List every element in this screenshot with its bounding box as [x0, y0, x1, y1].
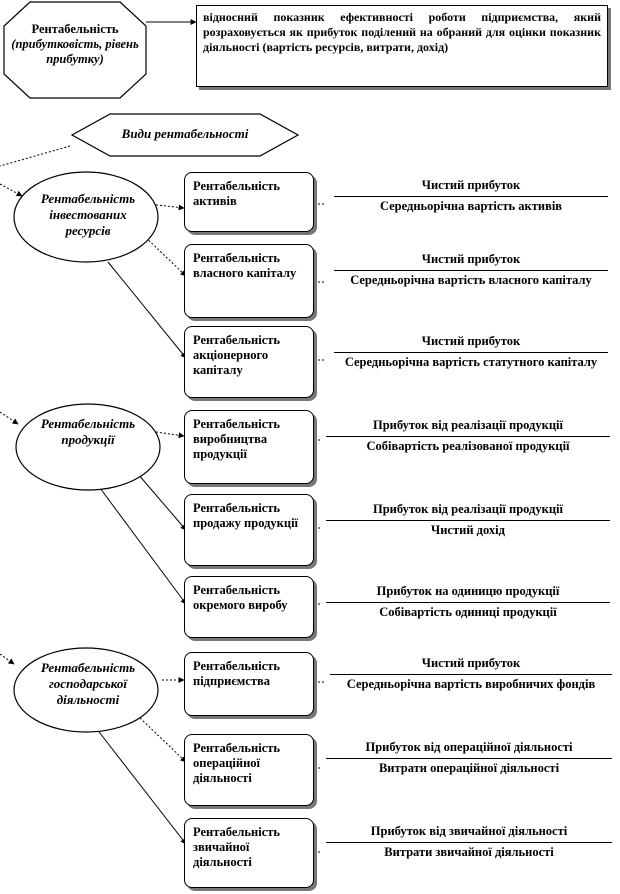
formula-denominator: Середньорічна вартість активів — [379, 199, 563, 213]
fraction-bar — [326, 842, 612, 843]
connector-g3-i2 — [139, 717, 187, 763]
indicator-label: Рентабельність підприємства — [193, 659, 280, 688]
group-ellipse-3 — [13, 647, 159, 733]
fraction-bar — [326, 520, 610, 521]
definition-box: відносний показник ефективності роботи п… — [196, 5, 608, 87]
formula-2: Чистий прибуток Середньорічна вартість в… — [334, 252, 608, 288]
connector-g3-i3 — [95, 727, 187, 845]
formula-5: Прибуток від реалізації продукції Чистий… — [326, 502, 610, 538]
indicator-label: Рентабельність виробництва продукції — [193, 417, 280, 461]
group-ellipse-2 — [15, 403, 161, 491]
fraction-bar — [334, 196, 608, 197]
formula-numerator: Прибуток на одиницю продукції — [376, 584, 560, 598]
group-name-3: Рентабельність господарської діяльності — [40, 660, 136, 707]
formula-denominator: Собівартість реалізованої продукції — [366, 439, 570, 453]
formula-numerator: Чистий прибуток — [421, 656, 521, 670]
formula-denominator: Собівартість одиниці продукції — [379, 605, 557, 619]
types-label: Види рентабельності — [121, 126, 249, 141]
indicator-label: Рентабельність операційної діяльності — [193, 741, 280, 785]
fraction-bar — [334, 270, 608, 271]
formula-1: Чистий прибуток Середньорічна вартість а… — [334, 178, 608, 214]
indicator-label: Рентабельність власного капіталу — [193, 251, 297, 280]
formula-6: Прибуток на одиницю продукції Собівартіс… — [326, 584, 610, 620]
group-name-1: Рентабельність інвестованих ресурсів — [40, 191, 136, 238]
indicator-box-6: Рентабельність окремого виробу — [184, 576, 314, 638]
indicator-box-8: Рентабельність операційної діяльності — [184, 734, 314, 806]
connector-g2-i3 — [99, 487, 187, 605]
indicator-box-5: Рентабельність продажу продукції — [184, 494, 314, 566]
term-label: Рентабельність (прибутковість, рівень пр… — [10, 22, 140, 67]
fraction-bar — [326, 758, 612, 759]
formula-8: Прибуток від операційної діяльності Витр… — [326, 740, 612, 776]
group-ellipse-1 — [13, 171, 159, 263]
definition-text: відносний показник ефективності роботи п… — [203, 10, 601, 54]
formula-denominator: Витрати операційної діяльності — [378, 761, 560, 775]
connector-g2-i1 — [155, 431, 185, 439]
types-hexagon — [70, 113, 300, 157]
term-synonyms: (прибутковість, рівень прибутку) — [11, 37, 139, 66]
formula-numerator: Прибуток від реалізації продукції — [373, 502, 563, 516]
formula-numerator: Прибуток від операційної діяльності — [365, 740, 573, 754]
formula-denominator: Середньорічна вартість виробничих фондів — [346, 677, 596, 691]
formula-3: Чистий прибуток Середньорічна вартість с… — [334, 334, 608, 370]
fraction-bar — [326, 602, 610, 603]
indicator-label: Рентабельність акціонерного капіталу — [193, 333, 280, 377]
connector-g1-i2 — [139, 231, 187, 277]
indicator-label: Рентабельність окремого виробу — [193, 583, 288, 612]
indicator-box-3: Рентабельність акціонерного капіталу — [184, 326, 314, 398]
indicator-box-1: Рентабельність активів — [184, 172, 314, 232]
fraction-bar — [334, 352, 608, 353]
formula-denominator: Середньорічна вартість статутного капіта… — [344, 355, 598, 369]
fraction-bar — [326, 436, 610, 437]
formula-denominator: Середньорічна вартість власного капіталу — [350, 273, 592, 287]
connector-g2-i2 — [137, 473, 187, 531]
indicator-box-9: Рентабельність звичайної діяльності — [184, 818, 314, 888]
indicator-box-2: Рентабельність власного капіталу — [184, 244, 314, 318]
formula-denominator: Витрати звичайної діяльності — [384, 845, 554, 859]
connector-to-group-3 — [0, 653, 15, 665]
connector-to-group-1 — [0, 183, 23, 197]
connector-g1-i3 — [107, 261, 187, 359]
formula-9: Прибуток від звичайної діяльності Витрат… — [326, 824, 612, 860]
connector-types-left — [0, 145, 71, 167]
formula-numerator: Чистий прибуток — [421, 334, 521, 348]
indicator-box-7: Рентабельність підприємства — [184, 652, 314, 716]
indicator-label: Рентабельність звичайної діяльності — [193, 825, 280, 869]
formula-4: Прибуток від реалізації продукції Собіва… — [326, 418, 610, 454]
term-octagon — [3, 1, 147, 99]
group-name-2: Рентабельність продукції — [40, 416, 136, 447]
formula-denominator: Чистий дохід — [431, 523, 505, 537]
indicator-box-4: Рентабельність виробництва продукції — [184, 410, 314, 484]
formula-numerator: Чистий прибуток — [421, 252, 521, 266]
formula-7: Чистий прибуток Середньорічна вартість в… — [330, 656, 612, 692]
formula-numerator: Прибуток від реалізації продукції — [373, 418, 563, 432]
formula-numerator: Прибуток від звичайної діяльності — [370, 824, 568, 838]
indicator-label: Рентабельність активів — [193, 179, 280, 208]
indicator-label: Рентабельність продажу продукції — [193, 501, 299, 530]
formula-numerator: Чистий прибуток — [421, 178, 521, 192]
fraction-bar — [330, 674, 612, 675]
term-title: Рентабельність — [31, 22, 119, 36]
